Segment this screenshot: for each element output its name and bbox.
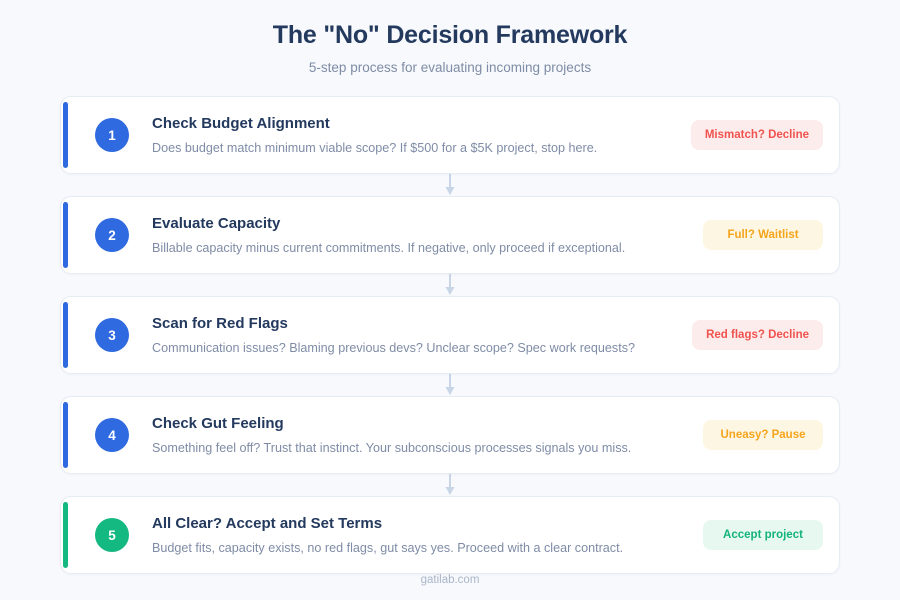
step-content: Check Gut Feeling Something feel off? Tr… xyxy=(152,414,689,457)
header: The "No" Decision Framework 5-step proce… xyxy=(0,0,900,75)
step-card-1[interactable]: 1 Check Budget Alignment Does budget mat… xyxy=(60,96,840,175)
step-description: Something feel off? Trust that instinct.… xyxy=(152,440,632,455)
step-block-1: 1 Check Budget Alignment Does budget mat… xyxy=(60,96,840,175)
step-card-2[interactable]: 2 Evaluate Capacity Billable capacity mi… xyxy=(60,196,840,275)
arrow-down-icon xyxy=(445,274,455,296)
step-outcome-badge[interactable]: Uneasy? Pause xyxy=(703,420,823,451)
step-title: Scan for Red Flags xyxy=(152,315,288,332)
step-number-badge: 5 xyxy=(95,518,129,553)
step-outcome-badge[interactable]: Accept project xyxy=(703,520,823,551)
step-outcome-badge[interactable]: Red flags? Decline xyxy=(692,320,823,351)
steps-list: 1 Check Budget Alignment Does budget mat… xyxy=(0,96,900,575)
accent-bar xyxy=(63,502,68,569)
arrow-down-icon xyxy=(445,474,455,496)
step-title: Check Gut Feeling xyxy=(152,415,284,432)
step-description: Does budget match minimum viable scope? … xyxy=(152,140,598,155)
step-number-badge: 2 xyxy=(95,218,129,253)
step-block-3: 3 Scan for Red Flags Communication issue… xyxy=(60,296,840,375)
step-description: Communication issues? Blaming previous d… xyxy=(152,340,635,355)
step-outcome-badge[interactable]: Full? Waitlist xyxy=(703,220,823,251)
step-card-5[interactable]: 5 All Clear? Accept and Set Terms Budget… xyxy=(60,496,840,575)
step-block-2: 2 Evaluate Capacity Billable capacity mi… xyxy=(60,196,840,275)
step-title: All Clear? Accept and Set Terms xyxy=(152,515,383,532)
step-number-badge: 1 xyxy=(95,118,129,153)
step-title: Check Budget Alignment xyxy=(152,115,330,132)
step-description: Billable capacity minus current commitme… xyxy=(152,240,626,255)
step-content: Evaluate Capacity Billable capacity minu… xyxy=(152,214,689,257)
accent-bar xyxy=(63,402,68,469)
connector-arrow-3 xyxy=(60,374,840,396)
connector-arrow-2 xyxy=(60,274,840,296)
step-outcome-badge[interactable]: Mismatch? Decline xyxy=(690,120,823,151)
step-content: All Clear? Accept and Set Terms Budget f… xyxy=(152,514,689,557)
footer-attribution: gatilab.com xyxy=(420,574,480,586)
step-card-4[interactable]: 4 Check Gut Feeling Something feel off? … xyxy=(60,396,840,475)
step-title: Evaluate Capacity xyxy=(152,215,281,232)
page-subtitle: 5-step process for evaluating incoming p… xyxy=(308,60,592,76)
accent-bar xyxy=(63,202,68,269)
step-block-4: 4 Check Gut Feeling Something feel off? … xyxy=(60,396,840,475)
step-content: Check Budget Alignment Does budget match… xyxy=(152,114,677,157)
arrow-down-icon xyxy=(445,174,455,196)
step-content: Scan for Red Flags Communication issues?… xyxy=(152,314,678,357)
connector-arrow-4 xyxy=(60,474,840,496)
arrow-down-icon xyxy=(445,374,455,396)
page-title: The "No" Decision Framework xyxy=(272,21,628,49)
accent-bar xyxy=(63,302,68,369)
step-block-5: 5 All Clear? Accept and Set Terms Budget… xyxy=(60,496,840,575)
step-description: Budget fits, capacity exists, no red fla… xyxy=(152,540,624,555)
step-number-badge: 3 xyxy=(95,318,129,353)
accent-bar xyxy=(63,102,68,169)
connector-arrow-1 xyxy=(60,174,840,196)
step-card-3[interactable]: 3 Scan for Red Flags Communication issue… xyxy=(60,296,840,375)
step-number-badge: 4 xyxy=(95,418,129,453)
